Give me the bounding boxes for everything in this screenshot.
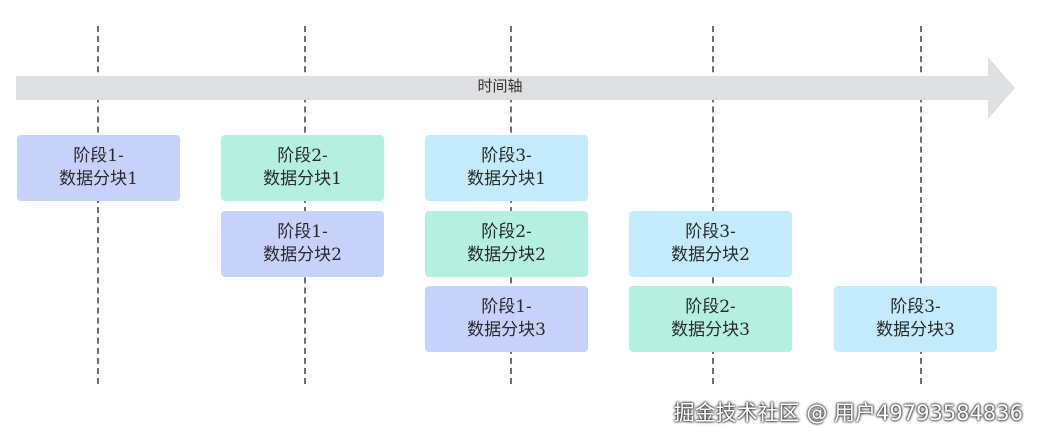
data-block: 阶段1- 数据分块3 (425, 286, 588, 352)
data-block: 阶段2- 数据分块2 (425, 211, 588, 277)
data-block: 阶段3- 数据分块2 (629, 211, 792, 277)
data-block: 阶段3- 数据分块3 (834, 286, 997, 352)
time-divider-3 (510, 26, 512, 384)
block-stage-label: 阶段3- (481, 146, 532, 166)
data-block: 阶段1- 数据分块1 (17, 135, 180, 201)
timeline-label: 时间轴 (477, 77, 523, 95)
block-stage-label: 阶段3- (685, 222, 736, 242)
block-chunk-label: 数据分块1 (467, 169, 546, 189)
block-chunk-label: 数据分块3 (876, 320, 955, 340)
block-chunk-label: 数据分块2 (263, 245, 342, 265)
watermark: 掘金技术社区 @ 用户4979358483​6 (673, 401, 1023, 425)
block-stage-label: 阶段2- (481, 222, 532, 242)
block-stage-label: 阶段1- (277, 222, 328, 242)
data-block: 阶段2- 数据分块1 (221, 135, 384, 201)
block-chunk-label: 数据分块1 (59, 169, 138, 189)
time-divider-4 (712, 26, 714, 384)
block-stage-label: 阶段3- (890, 297, 941, 317)
data-block: 阶段1- 数据分块2 (221, 211, 384, 277)
block-chunk-label: 数据分块1 (263, 169, 342, 189)
time-divider-1 (97, 26, 99, 384)
block-stage-label: 阶段2- (685, 297, 736, 317)
time-divider-5 (920, 26, 922, 384)
block-stage-label: 阶段1- (73, 146, 124, 166)
block-chunk-label: 数据分块2 (671, 245, 750, 265)
time-divider-2 (304, 26, 306, 384)
block-stage-label: 阶段1- (481, 297, 532, 317)
block-chunk-label: 数据分块3 (671, 320, 750, 340)
data-block: 阶段2- 数据分块3 (629, 286, 792, 352)
data-block: 阶段3- 数据分块1 (425, 135, 588, 201)
block-chunk-label: 数据分块3 (467, 320, 546, 340)
block-stage-label: 阶段2- (277, 146, 328, 166)
block-chunk-label: 数据分块2 (467, 245, 546, 265)
